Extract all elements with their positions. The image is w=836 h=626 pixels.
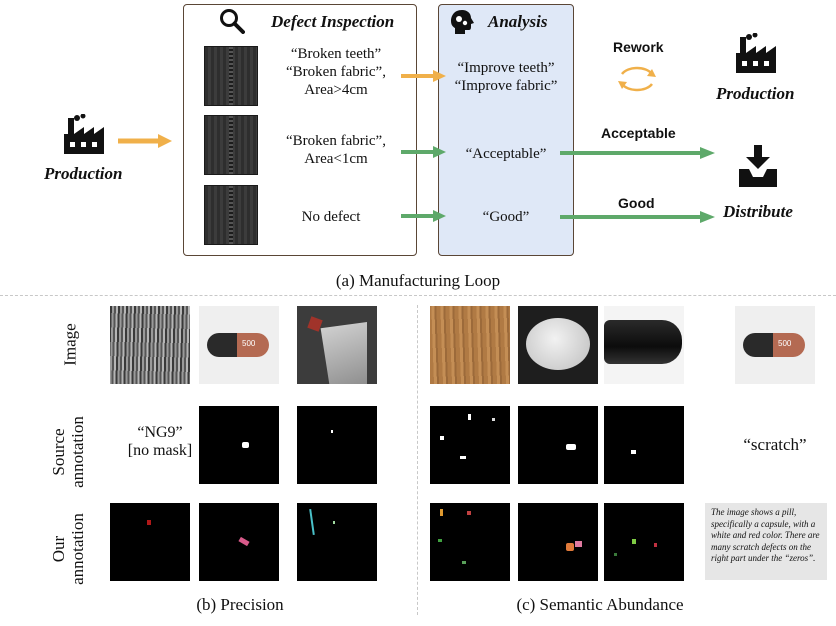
manufacturing-loop: Production Defect Inspection “Broken tee… [0,0,836,295]
image-capsule-pill: 500 [199,306,279,384]
source-ng9-text: “NG9”[no mask] [127,424,193,459]
defect-row-3: No defect [301,209,361,225]
factory-icon [64,114,104,154]
zipper-image-2 [204,115,258,175]
input-arrow [118,134,172,148]
production-label-right: Production [716,84,795,103]
analysis-row-3: “Good” [482,209,530,225]
mask-wood-source [430,406,510,484]
mask-bracket-source [297,406,377,484]
image-metal-cylinder [604,306,684,384]
rework-label: Rework [613,39,664,55]
arrow-good [401,210,446,222]
ours-bracket-annotation [297,503,377,581]
row-label-image: Image [60,323,80,366]
image-pill-tablet [518,306,598,384]
defect-row-2: “Broken fabric”,Area<1cm [286,133,386,167]
ours-cylinder-annotation [604,503,684,581]
zipper-image-1 [204,46,258,106]
arrow-to-distribute-2 [560,211,715,223]
caption-b: (b) Precision [196,595,284,614]
arrow-to-distribute-1 [560,147,715,159]
ours-tablet-annotation [518,503,598,581]
source-scratch-text: “scratch” [743,435,807,454]
arrow-rework [401,70,446,82]
distribute-label: Distribute [723,202,793,221]
inbox-download-icon [739,145,777,187]
analysis-panel [438,4,574,256]
image-bracket-part [297,306,377,384]
production-label-left: Production [44,164,123,183]
mask-cylinder-source [604,406,684,484]
vertical-divider [417,305,418,615]
magnifier-icon [220,9,245,34]
acceptable-label: Acceptable [601,125,676,141]
ours-pill-annotation [199,503,279,581]
defect-inspection-title: Defect Inspection [271,12,395,31]
analysis-title: Analysis [488,12,548,31]
horizontal-divider [0,295,836,296]
caption-c: (c) Semantic Abundance [516,595,684,614]
caption-a: (a) Manufacturing Loop [335,271,501,290]
rework-cycle-icon [618,66,656,92]
analysis-row-1: “Improve teeth”“Improve fabric” [454,60,558,94]
ours-wood-annotation [430,503,510,581]
image-capsule-pill-2: 500 [735,306,815,384]
analysis-row-2: “Acceptable” [465,146,547,162]
image-wood-texture [430,306,510,384]
zipper-image-3 [204,185,258,245]
mask-pill-source [199,406,279,484]
mask-tablet-source [518,406,598,484]
image-fabric-texture [110,306,190,384]
ours-fabric-annotation [110,503,190,581]
factory-icon-right [736,33,776,73]
defect-row-1: “Broken teeth”“Broken fabric”,Area>4cm [286,46,386,98]
arrow-acceptable [401,146,446,158]
text-description-box: The image shows a pill, specifically a c… [705,503,827,580]
good-label: Good [618,195,655,211]
brain-gears-icon [451,10,474,34]
